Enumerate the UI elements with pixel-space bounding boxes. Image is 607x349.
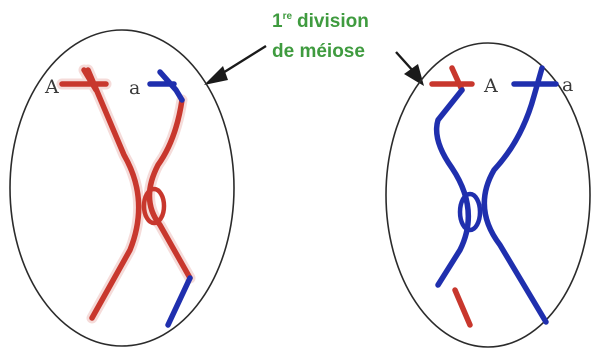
arrow-right-line [395, 51, 415, 73]
right-centromere [457, 191, 483, 233]
title-line1-rest: division [297, 11, 369, 32]
right-cell-allele-A: A [483, 75, 498, 97]
cell-right-outline [385, 42, 591, 348]
arrows [204, 44, 424, 86]
cell-left-outline [9, 29, 235, 347]
right-red-tip [429, 65, 475, 328]
title-number: 1 [272, 11, 283, 32]
left-blue-chromosome [147, 69, 193, 328]
arrow-right-head [404, 64, 424, 86]
title-superscript: re [283, 11, 293, 22]
left-centromere [141, 186, 167, 226]
title-line2: de méiose [272, 41, 365, 62]
arrow-left-line [217, 44, 267, 78]
left-red-arm2 [146, 97, 193, 281]
left-red-chromosome [59, 67, 142, 321]
cell-left: A a [9, 29, 235, 347]
left-cell-allele-a: a [129, 77, 140, 99]
arrow-left-head [204, 66, 228, 85]
left-red-chromosome-glow [56, 64, 145, 324]
title-line1: 1re division [272, 11, 369, 32]
right-blue-chromosome-right [481, 65, 559, 325]
cell-right: A a [385, 42, 591, 348]
right-cell-allele-a: a [562, 74, 573, 96]
left-cell-allele-A: A [44, 76, 59, 98]
right-blue-chromosome-left [433, 87, 472, 288]
title-group: 1re division de méiose [272, 11, 369, 62]
